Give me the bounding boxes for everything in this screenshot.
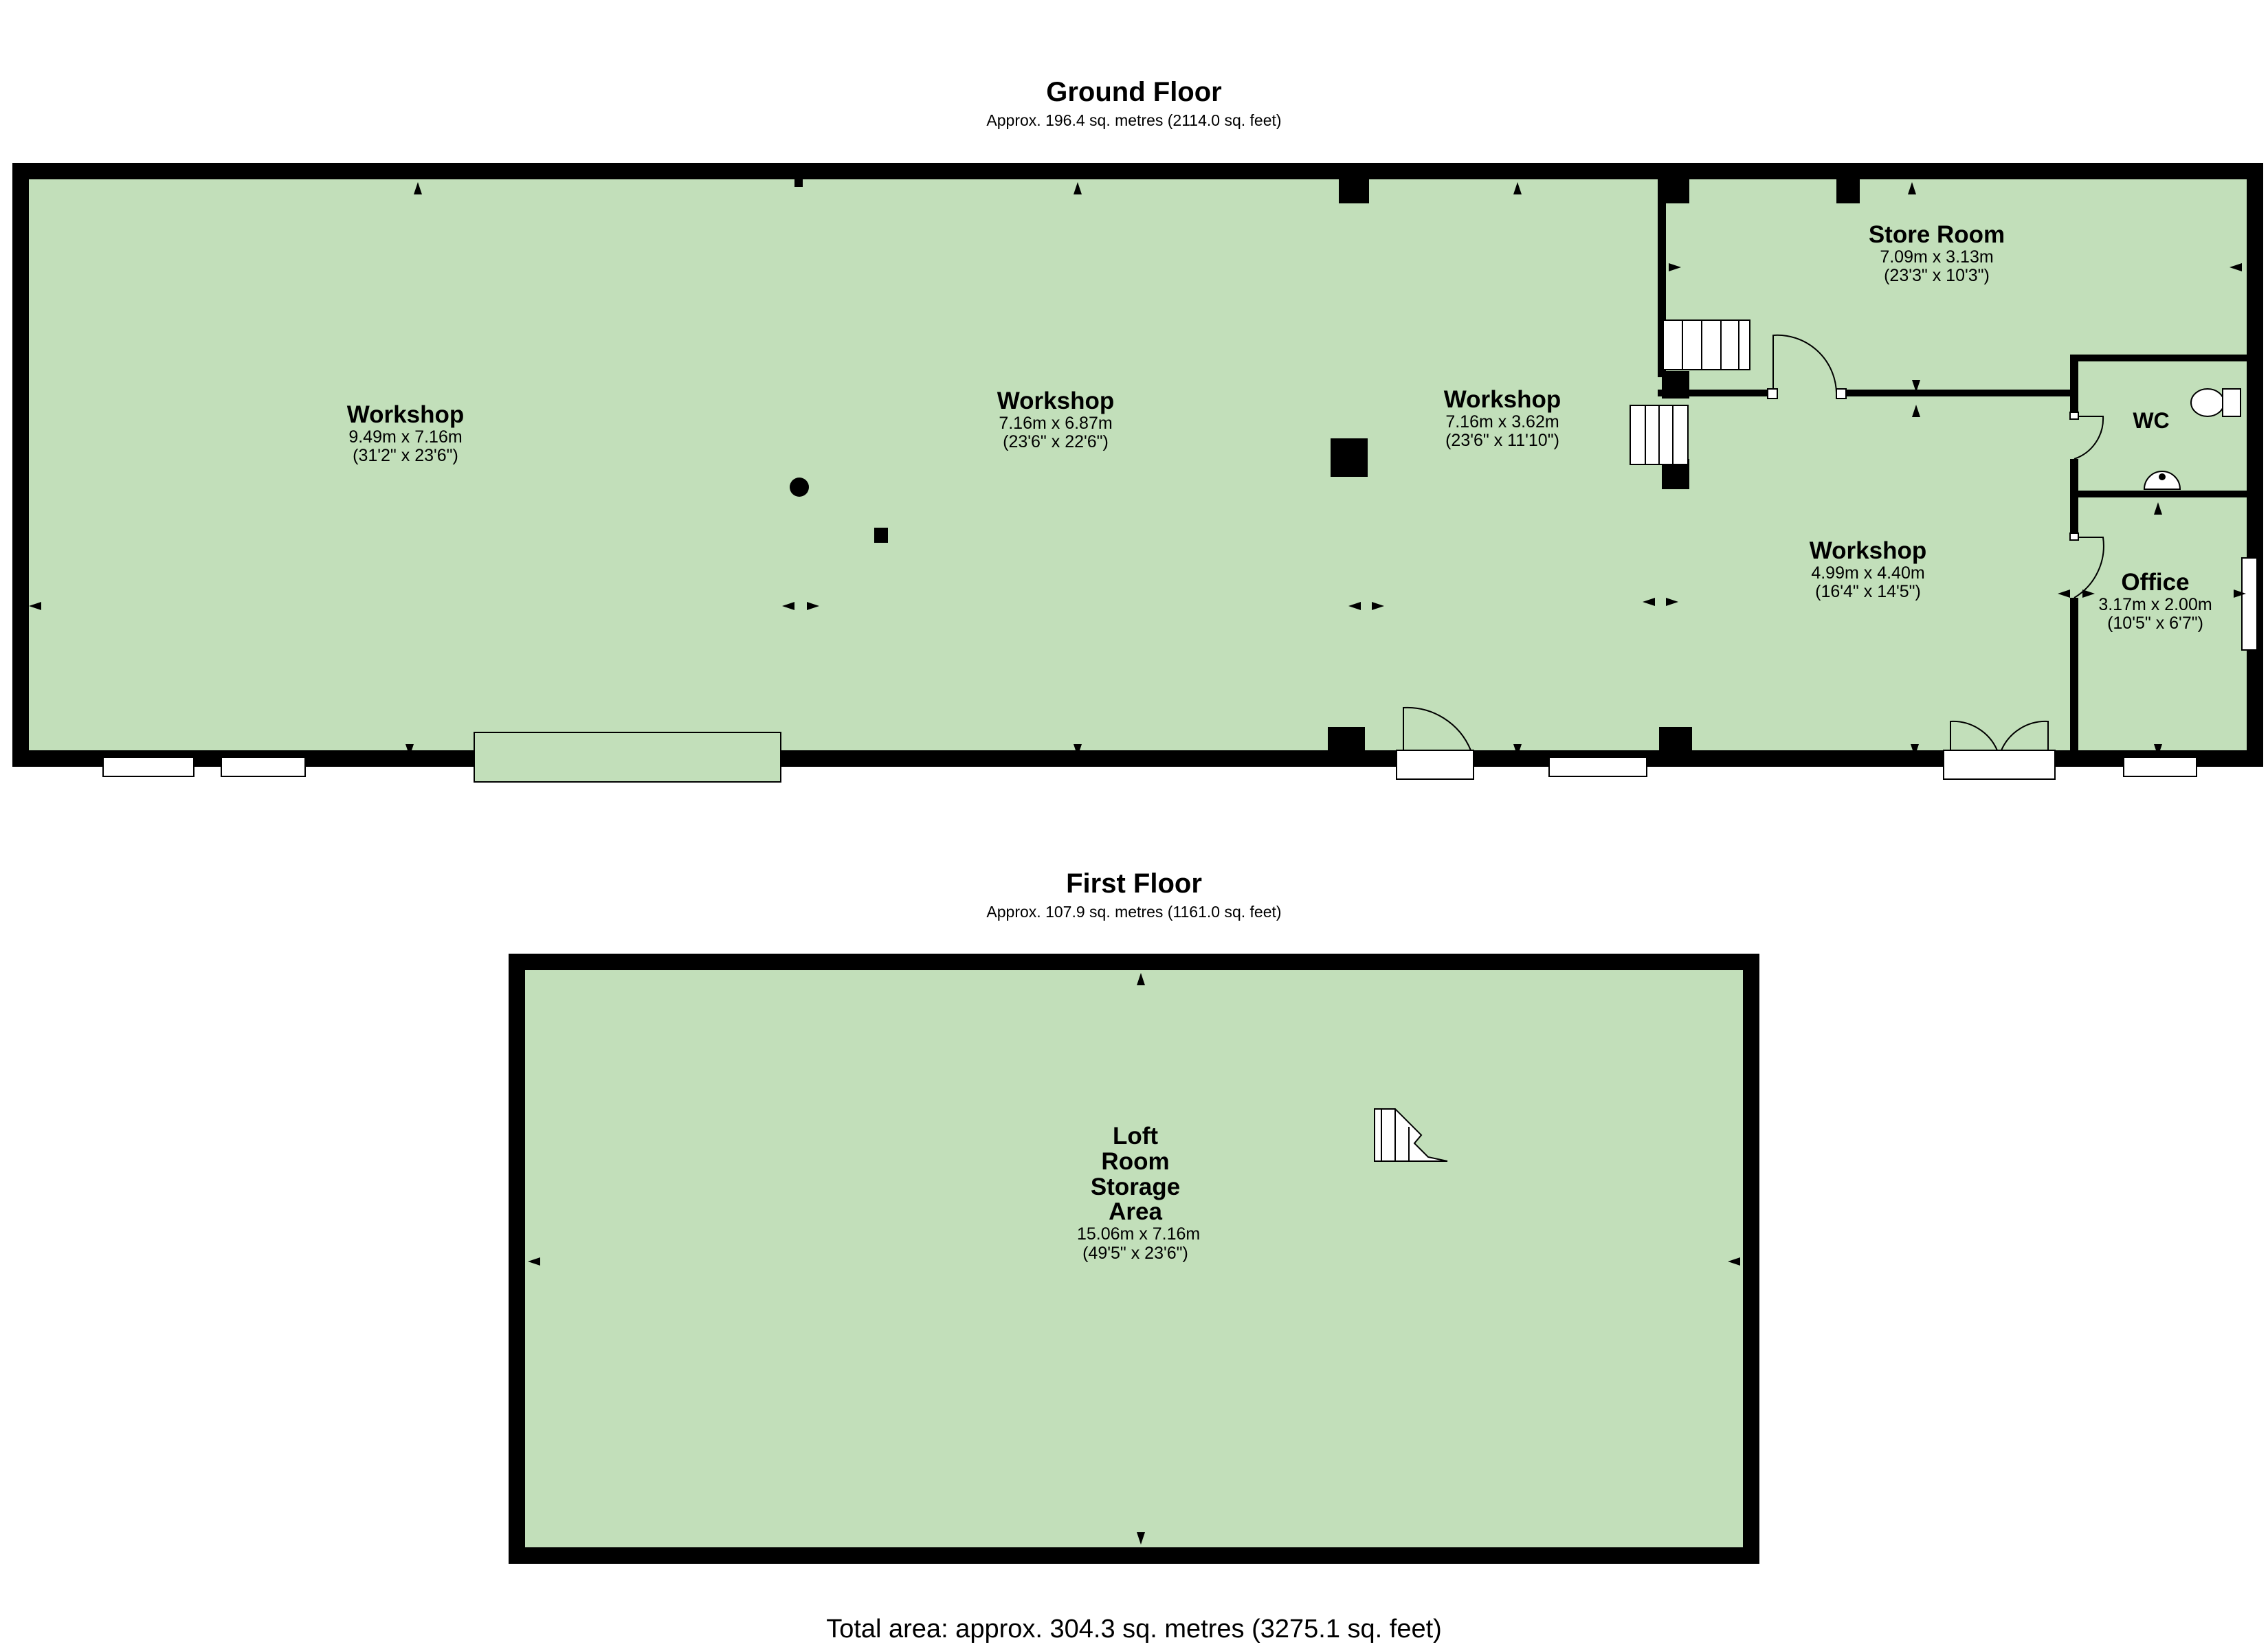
room-dimensions-imperial: (23'3" x 10'3") xyxy=(1884,266,1990,286)
room-dimensions-metric: 3.17m x 2.00m xyxy=(2098,594,2212,614)
room-name: Workshop xyxy=(1809,537,1927,564)
ground-floor-windows xyxy=(102,557,2258,777)
first-floor-dimension-arrows xyxy=(528,973,1740,1545)
room-label-workshop-2: Workshop 7.16m x 6.87m (23'6" x 22'6") xyxy=(997,388,1115,452)
ground-floor-interior xyxy=(29,179,2247,750)
room-name: Workshop xyxy=(997,388,1115,414)
room-dimensions-metric: 7.16m x 3.62m xyxy=(1445,412,1559,431)
room-dimensions-imperial: (49'5" x 23'6") xyxy=(1082,1243,1188,1263)
room-dimensions-imperial: (31'2" x 23'6") xyxy=(353,446,458,466)
window xyxy=(2241,557,2258,651)
window xyxy=(221,756,306,777)
wc-fixtures xyxy=(2143,388,2241,490)
room-label-workshop-3: Workshop 7.16m x 3.62m (23'6" x 11'10") xyxy=(1443,386,1561,451)
ground-floor-plan xyxy=(12,163,2263,783)
ground-floor-area: Approx. 196.4 sq. metres (2114.0 sq. fee… xyxy=(986,111,1282,129)
room-label-workshop-1: Workshop 9.49m x 7.16m (31'2" x 23'6") xyxy=(346,401,465,466)
bay-opening xyxy=(474,732,781,783)
room-dimensions-imperial: (23'6" x 22'6") xyxy=(1003,432,1109,452)
room-label-workshop-4: Workshop 4.99m x 4.40m (16'4" x 14'5") xyxy=(1809,537,1927,602)
first-floor-area: Approx. 107.9 sq. metres (1161.0 sq. fee… xyxy=(986,903,1282,921)
room-name: Workshop xyxy=(1443,386,1561,413)
first-floor-stairs xyxy=(1374,1108,1448,1162)
total-area: Total area: approx. 304.3 sq. metres (32… xyxy=(826,1615,1442,1644)
ground-floor-stairs xyxy=(1630,319,1750,465)
ground-floor-title: Ground Floor xyxy=(1046,77,1222,107)
first-floor-interior xyxy=(525,970,1743,1547)
room-label-loft: Loft Room Storage Area 15.06m x 7.16m (4… xyxy=(1077,1123,1201,1263)
room-dimensions-metric: 15.06m x 7.16m xyxy=(1077,1224,1201,1244)
toilet-icon xyxy=(2190,388,2225,417)
room-name: Workshop xyxy=(346,401,465,428)
room-dimensions-metric: 4.99m x 4.40m xyxy=(1811,563,1925,583)
room-dimensions-imperial: (10'5" x 6'7") xyxy=(2107,614,2203,633)
room-dimensions-metric: 7.16m x 6.87m xyxy=(999,413,1113,433)
dimension-arrows xyxy=(29,182,2246,756)
window xyxy=(102,756,194,777)
room-dimensions-metric: 9.49m x 7.16m xyxy=(348,427,463,447)
interior-walls xyxy=(1658,179,2247,750)
window xyxy=(1548,756,1647,777)
room-dimensions-metric: 7.09m x 3.13m xyxy=(1880,247,1994,267)
room-name: Loft Room Storage Area xyxy=(1090,1123,1181,1226)
first-floor-plan xyxy=(509,954,1759,1564)
room-label-office: Office 3.17m x 2.00m (10'5" x 6'7") xyxy=(2098,570,2212,633)
room-label-wc: WC xyxy=(2133,408,2170,433)
room-name: WC xyxy=(2133,408,2170,433)
room-dimensions-imperial: (16'4" x 14'5") xyxy=(1815,582,1921,602)
room-dimensions-imperial: (23'6" x 11'10") xyxy=(1445,431,1559,451)
ground-floor-doors xyxy=(1396,334,2104,780)
room-name: Office xyxy=(2121,569,2190,596)
room-label-store-room: Store Room 7.09m x 3.13m (23'3" x 10'3") xyxy=(1868,221,2005,286)
window xyxy=(2123,756,2197,777)
first-floor-title: First Floor xyxy=(1066,868,1202,899)
room-name: Store Room xyxy=(1868,221,2005,248)
